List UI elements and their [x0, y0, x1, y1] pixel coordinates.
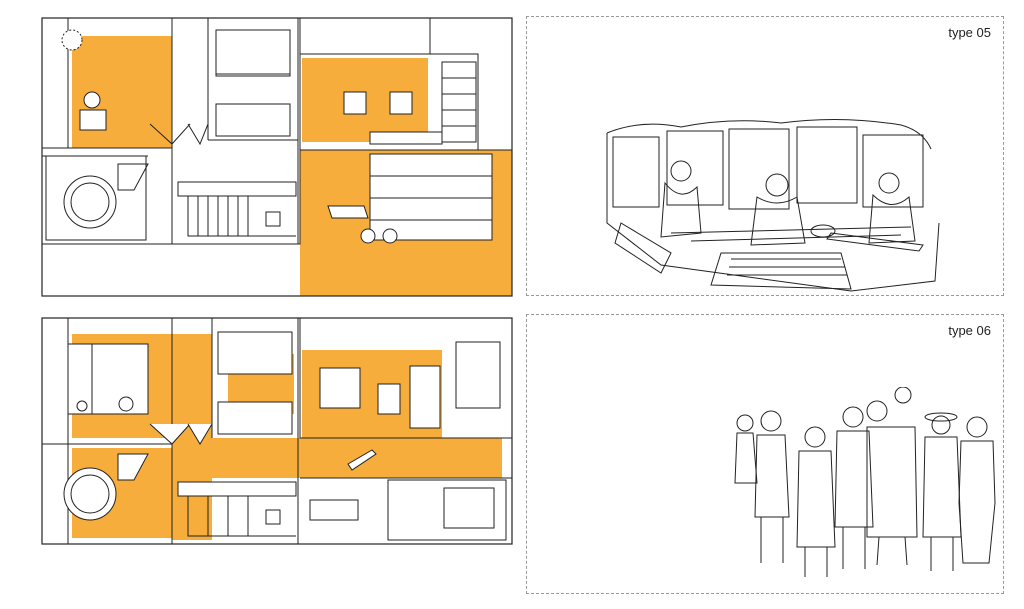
- type-06-label: type 06: [948, 323, 991, 338]
- panel-type-05: type 05: [526, 16, 1004, 296]
- floor-plan-type-05: [41, 17, 513, 297]
- artisan-weavers-illustration: [606, 118, 940, 292]
- type-05-label: type 05: [948, 25, 991, 40]
- family-group-illustration: [734, 387, 996, 577]
- panel-type-06: type 06: [526, 314, 1004, 594]
- floor-plan-type-06: [41, 317, 513, 545]
